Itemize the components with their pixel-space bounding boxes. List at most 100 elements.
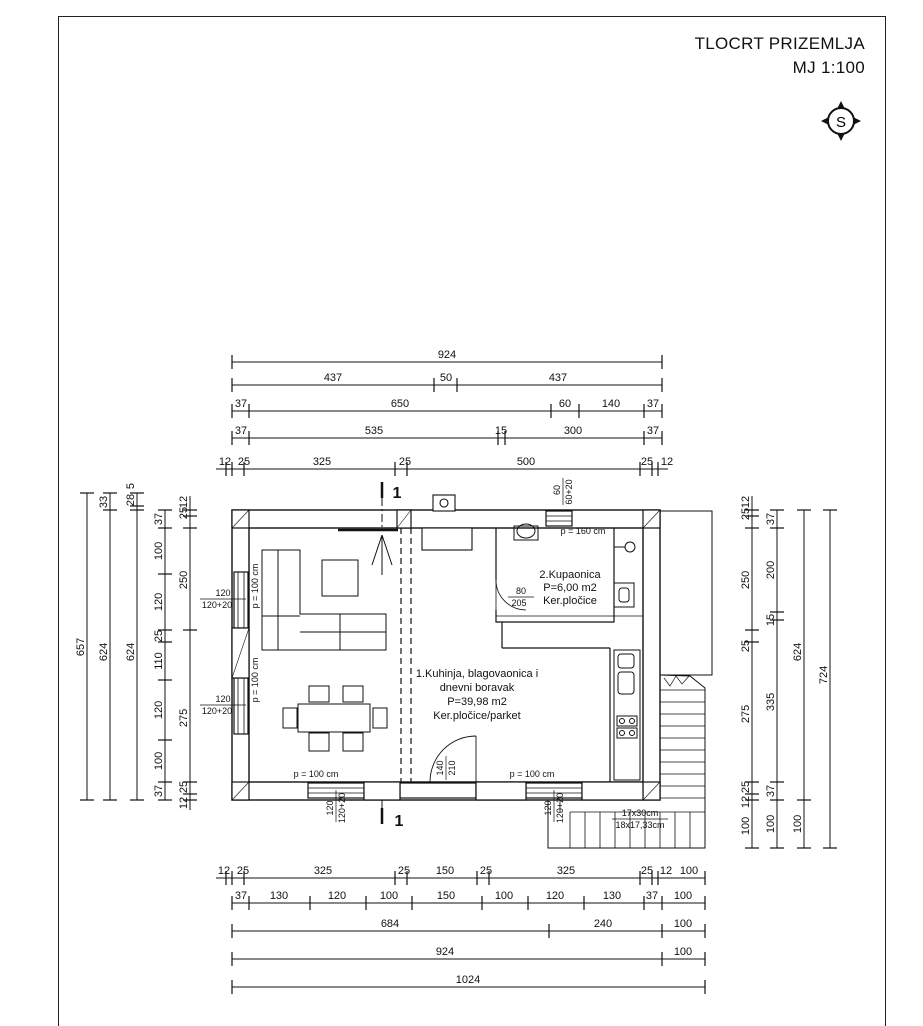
win-bath-height: 60+20 — [564, 479, 574, 504]
dim-left-c4-d: 25 — [153, 630, 165, 642]
door-bath-width: 80 — [516, 586, 526, 596]
dim-bot-r2-a: 37 — [235, 890, 247, 902]
section-label-top: 1 — [393, 485, 402, 502]
dim-top-r2-a: 437 — [324, 372, 342, 384]
dim-top-r5-g: 12 — [661, 456, 673, 468]
dim-bot-r2-i: 37 — [646, 890, 658, 902]
dim-left-c4-h: 37 — [153, 785, 165, 797]
stairs-line2: 18x17,33cm — [615, 820, 664, 830]
win-lb-width: 120 — [215, 694, 230, 704]
dim-left-c1-a: 657 — [75, 638, 87, 656]
north-letter: S — [836, 114, 846, 131]
dim-top-r3-d: 140 — [602, 398, 620, 410]
room2-name: 2.Kupaonica — [539, 569, 601, 581]
dim-bot-r1-d: 25 — [398, 865, 410, 877]
dim-bot-r1-b: 25 — [237, 865, 249, 877]
dim-right-c3-b: 100 — [792, 815, 804, 833]
dim-top-r5-a: 12 — [219, 456, 231, 468]
stairs-line1: 17x30cm — [622, 808, 659, 818]
dim-left-c3-b: 5 — [125, 483, 137, 489]
dim-right-c1-b: 12 — [740, 496, 752, 508]
dim-right-c1-a: 25 — [740, 508, 752, 520]
dim-bot-r2-c: 120 — [328, 890, 346, 902]
win-bl-height: 120+20 — [337, 793, 347, 823]
drawing-frame — [58, 16, 886, 1026]
drawing-title: TLOCRT PRIZEMLJA — [694, 34, 865, 53]
dim-left-c5-a: 25 — [178, 507, 190, 519]
section-label-bottom: 1 — [395, 813, 404, 830]
dim-top-r5-b: 25 — [238, 456, 250, 468]
dim-bot-r4-a: 924 — [436, 946, 454, 958]
dim-top-r4-a: 37 — [235, 425, 247, 437]
dim-left-c5-c: 250 — [178, 571, 190, 589]
dim-right-c1-d: 25 — [740, 640, 752, 652]
dim-bot-r2-e: 150 — [437, 890, 455, 902]
dim-right-c2-f: 100 — [765, 815, 777, 833]
room1-area: P=39,98 m2 — [447, 696, 507, 708]
dim-bot-r2-f: 100 — [495, 890, 513, 902]
room2-area: P=6,00 m2 — [543, 582, 597, 594]
dim-bot-r1-c: 325 — [314, 865, 332, 877]
dim-left-c4-f: 120 — [153, 701, 165, 719]
dim-bot-r1-i: 12 — [660, 865, 672, 877]
win-lt-height: 120+20 — [202, 600, 232, 610]
dim-top-r4-c: 15 — [495, 425, 507, 437]
dim-top-r3-a: 37 — [235, 398, 247, 410]
dim-right-c2-c: 15 — [765, 614, 777, 626]
dim-right-c2-d: 335 — [765, 693, 777, 711]
dim-top-r2-c: 437 — [549, 372, 567, 384]
dim-bot-r3-c: 100 — [674, 918, 692, 930]
dim-left-c5-f: 12 — [178, 797, 190, 809]
dim-left-c4-b: 100 — [153, 542, 165, 560]
dim-bot-r3-b: 240 — [594, 918, 612, 930]
dim-bot-r1-g: 325 — [557, 865, 575, 877]
dim-top-r4-d: 300 — [564, 425, 582, 437]
dim-bot-r1-h: 25 — [641, 865, 653, 877]
door-entry-height: 210 — [447, 760, 457, 775]
dim-bot-r2-b: 130 — [270, 890, 288, 902]
win-br-height: 120+20 — [555, 793, 565, 823]
dim-right-c1-f: 25 — [740, 781, 752, 793]
dim-right-c1-g: 12 — [740, 796, 752, 808]
dim-top-r2-b: 50 — [440, 372, 452, 384]
dim-left-c4-e: 110 — [153, 652, 165, 670]
dim-top-r4-b: 535 — [365, 425, 383, 437]
dim-right-c2-a: 37 — [765, 513, 777, 525]
dim-right-c1-e: 275 — [740, 705, 752, 723]
north-arrow-icon: S — [821, 101, 861, 141]
dim-top-r3-b: 650 — [391, 398, 409, 410]
win-lt-width: 120 — [215, 588, 230, 598]
dim-bot-r1-a: 12 — [218, 865, 230, 877]
dim-bot-r1-f: 25 — [480, 865, 492, 877]
dim-bot-r5-a: 1024 — [456, 974, 480, 986]
win-bath-width: 60 — [552, 485, 562, 495]
dim-bot-r2-j: 100 — [674, 890, 692, 902]
dim-left-c3-a: 28 — [125, 494, 137, 506]
dim-top-r3-c: 60 — [559, 398, 571, 410]
dim-right-c1-h: 100 — [740, 817, 752, 835]
room1-name-2: dnevni boravak — [440, 682, 515, 694]
dim-top-total: 924 — [438, 349, 456, 361]
dim-top-r4-e: 37 — [647, 425, 659, 437]
dim-bot-r3-a: 684 — [381, 918, 399, 930]
door-bath-height: 205 — [511, 598, 526, 608]
dim-right-c3-a: 624 — [792, 643, 804, 661]
win-lb-sill: p = 100 cm — [250, 658, 260, 703]
dim-right-c2-b: 200 — [765, 561, 777, 579]
win-bl-width: 120 — [325, 800, 335, 815]
win-bath-sill: p = 160 cm — [561, 526, 606, 536]
dim-right-c2-e: 37 — [765, 785, 777, 797]
dim-top-r5-c: 325 — [313, 456, 331, 468]
door-entry-width: 140 — [435, 760, 445, 775]
win-lt-sill: p = 100 cm — [250, 564, 260, 609]
dim-top-r3-e: 37 — [647, 398, 659, 410]
win-lb-height: 120+20 — [202, 706, 232, 716]
dim-bot-r4-b: 100 — [674, 946, 692, 958]
win-bl-sill: p = 100 cm — [294, 769, 339, 779]
dim-left-c5-e: 25 — [178, 781, 190, 793]
dim-left-c3-c: 624 — [125, 643, 137, 661]
dim-left-c5-d: 275 — [178, 709, 190, 727]
drawing-scale: MJ 1:100 — [792, 58, 865, 77]
dim-bot-r1-j: 100 — [680, 865, 698, 877]
